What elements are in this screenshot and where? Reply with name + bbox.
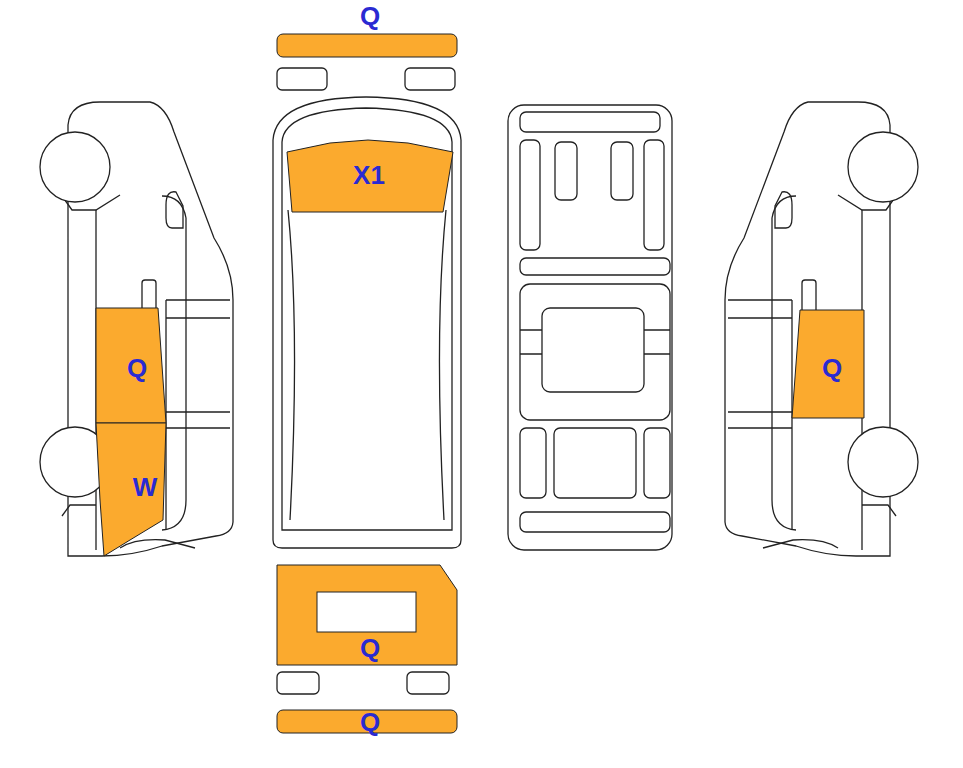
damage-code: Q bbox=[360, 3, 380, 29]
damage-code: W bbox=[133, 474, 158, 500]
damage-area: Q bbox=[96, 308, 167, 424]
damage-code: Q bbox=[360, 709, 380, 735]
damage-code: Q bbox=[822, 355, 842, 381]
damage-area: Q bbox=[277, 708, 458, 736]
damage-area: Q bbox=[277, 565, 458, 666]
damage-area: Q bbox=[792, 308, 864, 420]
damage-area: W bbox=[96, 423, 167, 557]
damage-code: Q bbox=[360, 635, 380, 661]
damage-code: Q bbox=[127, 355, 147, 381]
damage-code: X1 bbox=[353, 162, 385, 188]
damage-area: X1 bbox=[284, 138, 456, 214]
damage-area: Q bbox=[277, 2, 457, 58]
